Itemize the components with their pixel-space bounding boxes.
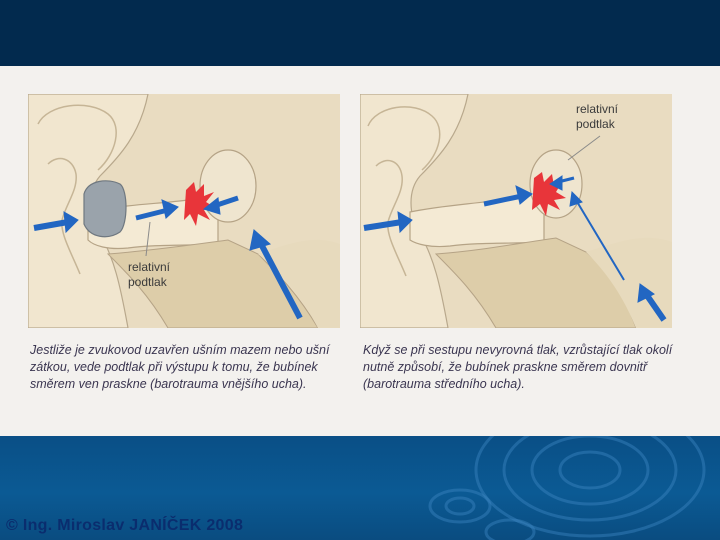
eustachian-tube-arrow bbox=[249, 229, 272, 251]
canal-arrow bbox=[515, 185, 533, 205]
callout-line bbox=[145, 221, 151, 257]
footer-band bbox=[0, 436, 720, 540]
relative-underpressure-label-left: relativní podtlak bbox=[128, 260, 170, 290]
outer-pressure-arrow bbox=[63, 211, 79, 234]
canal-arrow bbox=[161, 199, 179, 219]
eustachian-pressure-arrow bbox=[637, 283, 655, 303]
copyright-footer: © Ing. Miroslav JANÍČEK 2008 bbox=[6, 517, 244, 534]
relative-underpressure-label-right: relativní podtlak bbox=[576, 102, 618, 132]
callout-line-1: relativní bbox=[576, 102, 619, 116]
callout-line-2: podtlak bbox=[128, 275, 167, 289]
ear-canal bbox=[409, 193, 545, 248]
callout-line-1: relativní bbox=[128, 260, 171, 274]
callout-line-2: podtlak bbox=[576, 117, 615, 131]
eardrum-rupture-burst bbox=[184, 182, 216, 226]
middle-ear-arrow bbox=[202, 197, 221, 215]
tube-arrow bbox=[569, 190, 583, 207]
callout-line bbox=[567, 135, 601, 161]
right-caption: Když se při sestupu nevyrovná tlak, vzrů… bbox=[363, 343, 673, 391]
ear-diagram-figure: relativní podtlak bbox=[0, 66, 720, 436]
middle-ear-cavity bbox=[199, 149, 257, 223]
left-caption: Jestliže je zvukovod uzavřen ušním mazem… bbox=[30, 343, 330, 391]
middle-ear-arrow bbox=[549, 175, 563, 191]
eardrum-rupture-burst bbox=[532, 172, 566, 216]
outer-pressure-arrow bbox=[397, 211, 413, 234]
right-ear-illustration: relativní podtlak bbox=[359, 93, 672, 329]
earwax-plug bbox=[83, 180, 127, 238]
left-ear-illustration: relativní podtlak bbox=[27, 93, 340, 329]
header-band bbox=[0, 0, 720, 66]
water-ripple-decoration bbox=[428, 436, 706, 540]
outer-ear bbox=[359, 93, 469, 329]
